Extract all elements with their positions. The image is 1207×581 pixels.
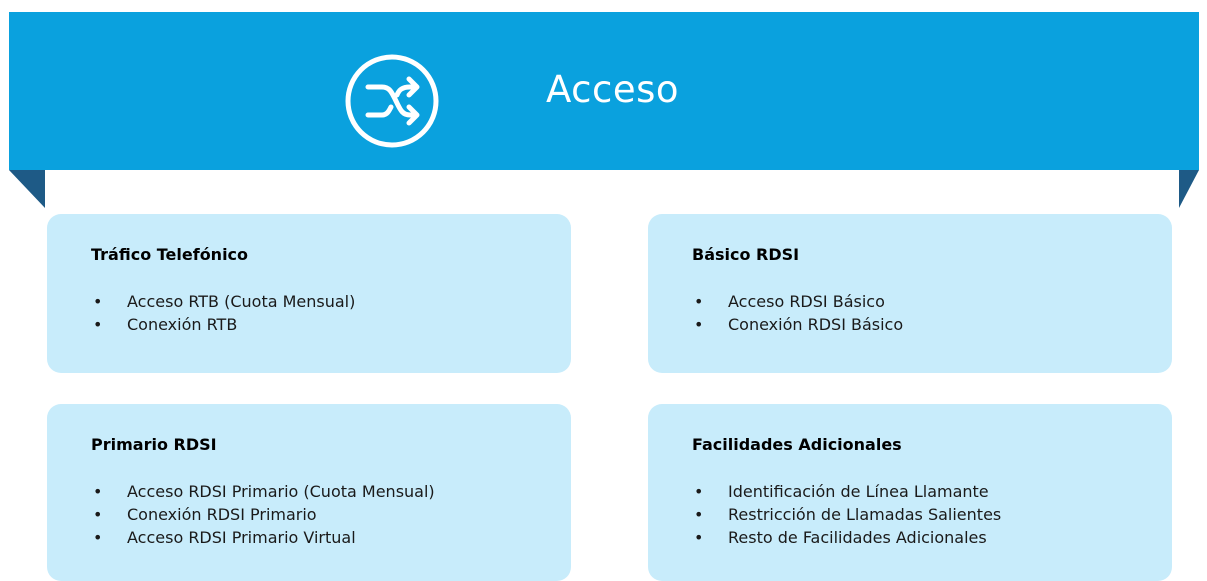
list-item-label: Restricción de Llamadas Salientes [728, 505, 1002, 524]
card-title: Primario RDSI [91, 435, 217, 454]
list-item: • Resto de Facilidades Adicionales [692, 526, 1172, 549]
list-item-label: Acceso RDSI Primario (Cuota Mensual) [127, 482, 435, 501]
banner-fold-right [1179, 170, 1199, 208]
bullet-icon: • [93, 292, 103, 311]
bullet-icon: • [694, 505, 704, 524]
list-item-label: Acceso RDSI Básico [728, 292, 885, 311]
list-item-label: Conexión RTB [127, 315, 238, 334]
page-title: Acceso [546, 68, 680, 111]
list-item-label: Conexión RDSI Básico [728, 315, 904, 334]
card-list: • Identificación de Línea Llamante • Restr… [692, 480, 1172, 549]
card-title: Básico RDSI [692, 245, 800, 264]
card-list: • Acceso RTB (Cuota Mensual) • Conexión RT… [91, 290, 571, 336]
card-title: Tráfico Telefónico [91, 245, 249, 264]
card-list: • Acceso RDSI Primario (Cuota Mensual) • C… [91, 480, 571, 549]
card-facilidades-adicionales: Facilidades Adicionales • Identificación … [648, 404, 1172, 581]
header-banner [9, 12, 1199, 170]
list-item: • Conexión RTB [91, 313, 571, 336]
bullet-icon: • [93, 505, 103, 524]
bullet-icon: • [694, 292, 704, 311]
card-list: • Acceso RDSI Básico • Conexión RDSI Básic… [692, 290, 1172, 336]
list-item-label: Conexión RDSI Primario [127, 505, 317, 524]
shuffle-icon [345, 54, 439, 148]
bullet-icon: • [93, 315, 103, 334]
card-primario-rdsi: Primario RDSI • Acceso RDSI Primario (Cuo… [47, 404, 571, 581]
bullet-icon: • [694, 482, 704, 501]
banner-fold-left [9, 170, 45, 208]
card-basico-rdsi: Básico RDSI • Acceso RDSI Básico • Conexió… [648, 214, 1172, 373]
card-trafico-telefonico: Tráfico Telefónico • Acceso RTB (Cuota Me… [47, 214, 571, 373]
list-item: • Restricción de Llamadas Salientes [692, 503, 1172, 526]
list-item: • Conexión RDSI Primario [91, 503, 571, 526]
list-item: • Acceso RDSI Básico [692, 290, 1172, 313]
card-title: Facilidades Adicionales [692, 435, 902, 454]
list-item-label: Identificación de Línea Llamante [728, 482, 989, 501]
list-item: • Acceso RTB (Cuota Mensual) [91, 290, 571, 313]
list-item: • Acceso RDSI Primario Virtual [91, 526, 571, 549]
list-item: • Acceso RDSI Primario (Cuota Mensual) [91, 480, 571, 503]
list-item-label: Acceso RTB (Cuota Mensual) [127, 292, 356, 311]
list-item-label: Resto de Facilidades Adicionales [728, 528, 987, 547]
bullet-icon: • [694, 315, 704, 334]
list-item-label: Acceso RDSI Primario Virtual [127, 528, 356, 547]
bullet-icon: • [93, 528, 103, 547]
bullet-icon: • [93, 482, 103, 501]
bullet-icon: • [694, 528, 704, 547]
list-item: • Conexión RDSI Básico [692, 313, 1172, 336]
list-item: • Identificación de Línea Llamante [692, 480, 1172, 503]
